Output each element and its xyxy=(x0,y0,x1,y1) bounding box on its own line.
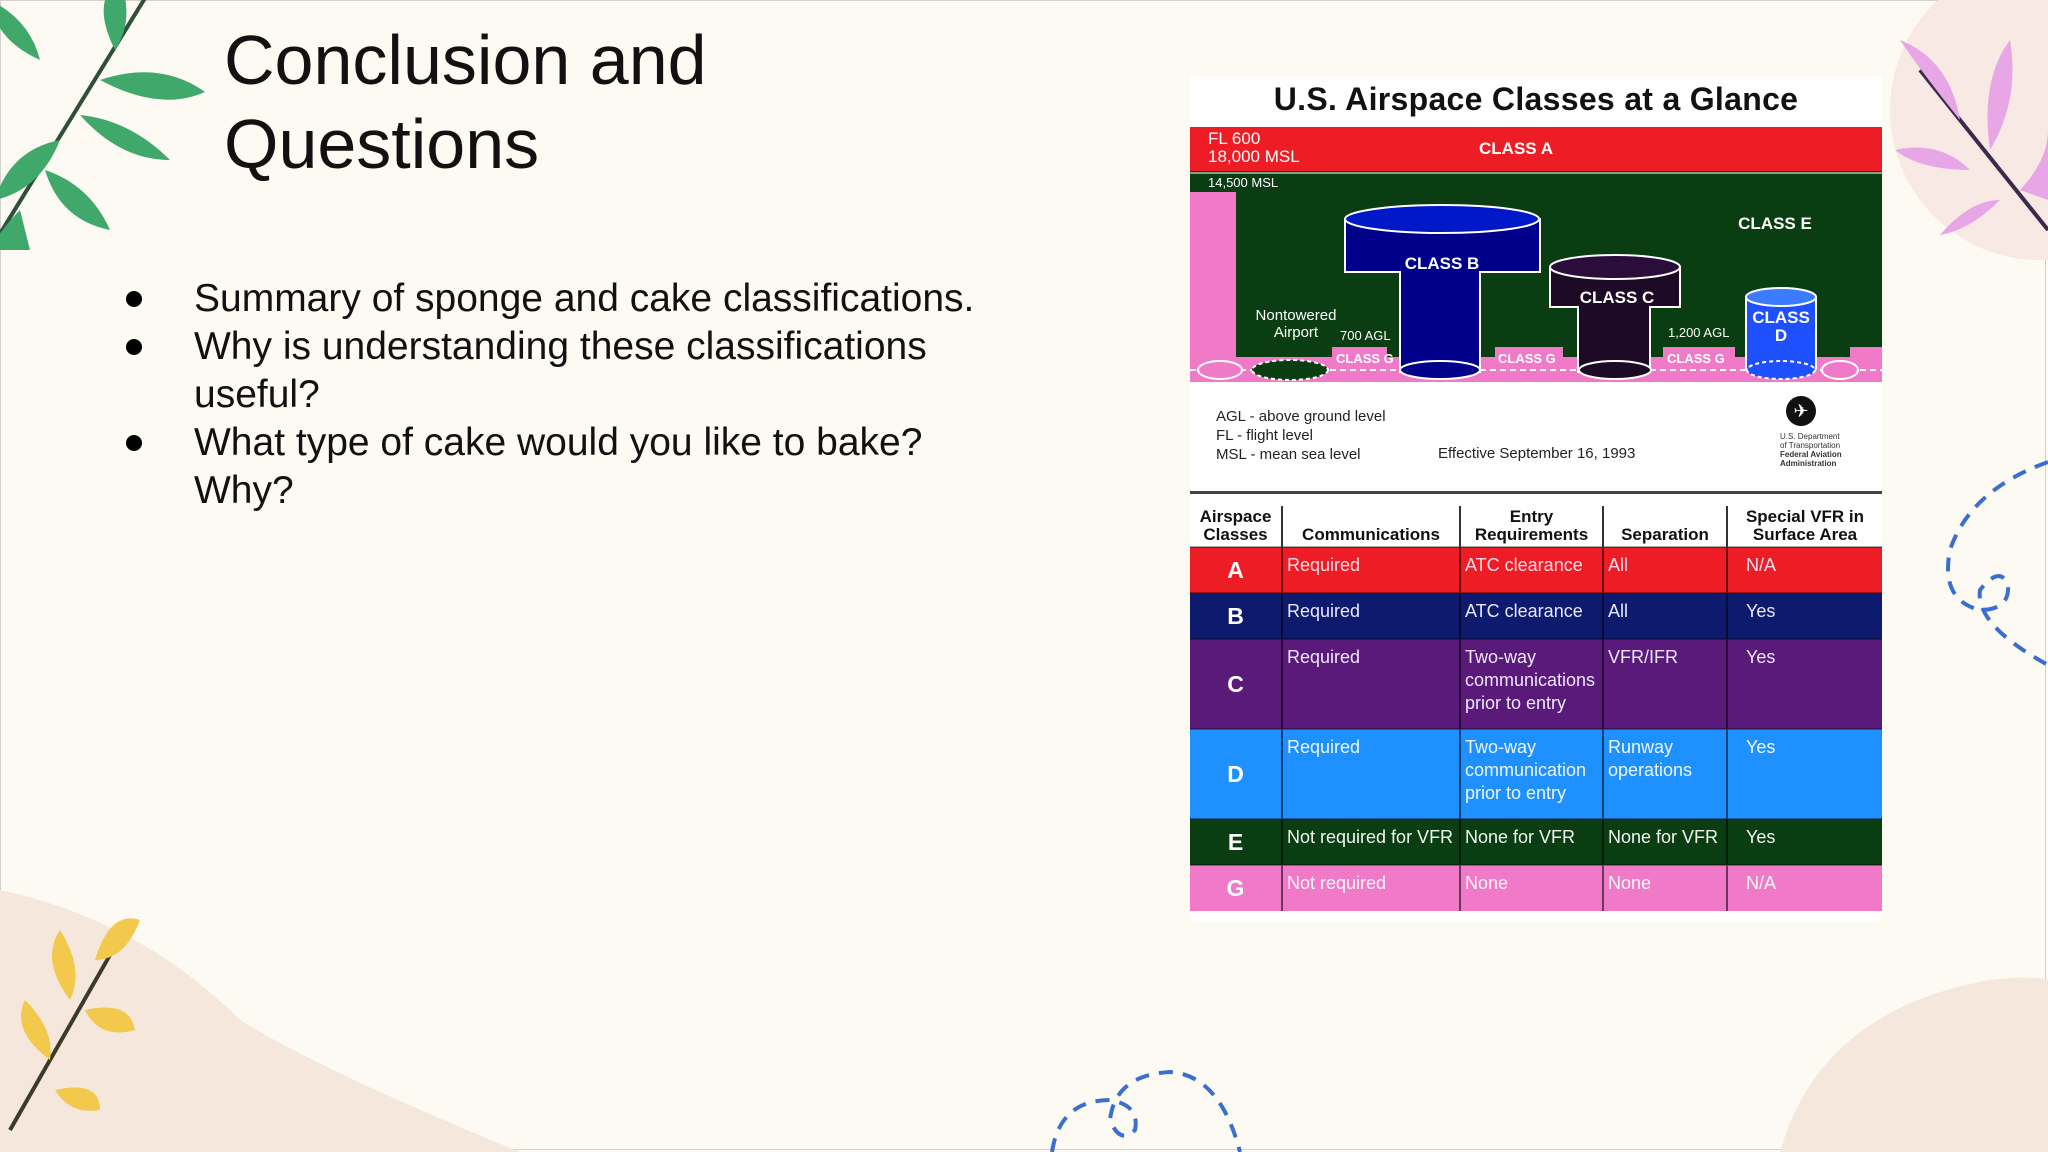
bullet-item: What type of cake would you like to bake… xyxy=(120,419,1000,515)
class-cell: D xyxy=(1190,728,1282,819)
table-row: B Required ATC clearance All Yes xyxy=(1190,592,1882,639)
class-a-label: CLASS A xyxy=(1479,139,1553,158)
effective-date: Effective September 16, 1993 xyxy=(1438,445,1636,462)
table-row: G Not required None None N/A xyxy=(1190,864,1882,911)
table-cell: Yes xyxy=(1726,592,1882,639)
table-cell: Required xyxy=(1281,592,1460,639)
dashed-swirl-bottom-decoration xyxy=(1050,1069,1242,1152)
divider xyxy=(1190,491,1882,494)
class-g-label-3: CLASS G xyxy=(1667,351,1725,366)
bottom-right-blob-decoration xyxy=(1780,977,2048,1152)
class-c-label: CLASS C xyxy=(1580,288,1655,307)
bullet-text: Summary of sponge and cake classificatio… xyxy=(194,277,975,320)
legend-item: FL - flight level xyxy=(1216,427,1313,444)
table-cell: All xyxy=(1602,592,1727,639)
table-cell: None xyxy=(1602,864,1727,911)
class-d-shape xyxy=(1745,296,1817,370)
faa-text: Administration xyxy=(1780,459,1837,468)
bullet-dot-icon xyxy=(126,435,142,451)
table-row: E Not required for VFR None for VFR None… xyxy=(1190,818,1882,865)
bullet-dot-icon xyxy=(126,291,142,307)
column-header: Entry Requirements xyxy=(1459,506,1603,547)
msl18000-label: 18,000 MSL xyxy=(1208,147,1300,166)
green-leaves-decoration xyxy=(0,0,205,250)
table-cell: Yes xyxy=(1726,728,1882,819)
fl600-label: FL 600 xyxy=(1208,129,1260,148)
airspace-diagram: FL 600 18,000 MSL CLASS A 14,500 MSL CLA… xyxy=(1190,127,1882,382)
faa-text: U.S. Department xyxy=(1780,432,1840,441)
table-cell: None for VFR xyxy=(1602,818,1727,865)
airspace-table: Airspace Classes Communications Entry Re… xyxy=(1190,506,1882,911)
table-cell: Two-way communication prior to entry xyxy=(1459,728,1603,819)
bullet-dot-icon xyxy=(126,339,142,355)
table-cell: None xyxy=(1459,864,1603,911)
table-cell: Yes xyxy=(1726,818,1882,865)
table-cell: ATC clearance xyxy=(1459,546,1603,593)
slide-title: Conclusion and Questions xyxy=(224,21,707,183)
table-cell: ATC clearance xyxy=(1459,592,1603,639)
class-g-label-1: CLASS G xyxy=(1336,351,1394,366)
table-header-row: Airspace Classes Communications Entry Re… xyxy=(1190,506,1882,547)
class-cell: A xyxy=(1190,546,1282,593)
table-row: D Required Two-way communication prior t… xyxy=(1190,728,1882,819)
class-g-tall-left xyxy=(1190,192,1236,367)
column-header: Separation xyxy=(1602,506,1727,547)
table-cell: Not required xyxy=(1281,864,1460,911)
table-row: A Required ATC clearance All N/A xyxy=(1190,546,1882,593)
table-cell: N/A xyxy=(1726,546,1882,593)
class-e-label: CLASS E xyxy=(1738,214,1812,233)
table-cell: Yes xyxy=(1726,638,1882,729)
nontowered-label-line1: Nontowered xyxy=(1256,307,1337,324)
airspace-infographic: U.S. Airspace Classes at a Glance FL xyxy=(1190,76,1882,922)
agl1200-label: 1,200 AGL xyxy=(1668,325,1729,340)
bullet-text: Why is understanding these classificatio… xyxy=(194,325,927,416)
class-d-label-line2: D xyxy=(1775,326,1787,345)
table-cell: VFR/IFR xyxy=(1602,638,1727,729)
column-header: Communications xyxy=(1281,506,1460,547)
bullet-item: Why is understanding these classificatio… xyxy=(120,323,1000,419)
bullet-item: Summary of sponge and cake classificatio… xyxy=(120,275,1000,323)
class-d-label-line1: CLASS xyxy=(1752,308,1810,327)
class-cell: C xyxy=(1190,638,1282,729)
infographic-title: U.S. Airspace Classes at a Glance xyxy=(1273,81,1799,117)
table-cell: Runway operations xyxy=(1602,728,1727,819)
msl14500-label: 14,500 MSL xyxy=(1208,175,1278,190)
table-cell: Required xyxy=(1281,728,1460,819)
class-b-label: CLASS B xyxy=(1405,254,1480,273)
bullet-list: Summary of sponge and cake classificatio… xyxy=(120,275,1000,515)
table-cell: Required xyxy=(1281,546,1460,593)
table-cell: Required xyxy=(1281,638,1460,729)
legend-item: AGL - above ground level xyxy=(1216,408,1386,425)
pink-leaves-decoration xyxy=(1890,0,2048,260)
bullet-text: What type of cake would you like to bake… xyxy=(194,421,923,512)
faa-text: of Transportation xyxy=(1780,441,1841,450)
table-cell: Not required for VFR xyxy=(1281,818,1460,865)
class-a-band xyxy=(1190,127,1882,171)
faa-text: Federal Aviation xyxy=(1780,450,1842,459)
class-cell: G xyxy=(1190,864,1282,911)
table-cell: None for VFR xyxy=(1459,818,1603,865)
column-header: Special VFR in Surface Area xyxy=(1726,506,1882,547)
column-header: Airspace Classes xyxy=(1190,506,1282,547)
abbreviation-legend: AGL - above ground level FL - flight lev… xyxy=(1216,407,1386,464)
yellow-leaves-decoration xyxy=(0,890,520,1152)
class-cell: E xyxy=(1190,818,1282,865)
faa-emblem-icon: ✈ xyxy=(1786,396,1816,426)
faa-logo-block: ✈ U.S. Department of Transportation Fede… xyxy=(1780,396,1870,468)
table-cell: Two-way communications prior to entry xyxy=(1459,638,1603,729)
class-cell: B xyxy=(1190,592,1282,639)
legend-item: MSL - mean sea level xyxy=(1216,446,1361,463)
table-cell: All xyxy=(1602,546,1727,593)
table-row: C Required Two-way communications prior … xyxy=(1190,638,1882,729)
nontowered-label-line2: Airport xyxy=(1274,324,1319,341)
dashed-swirl-right-decoration xyxy=(1946,460,2048,667)
agl700-label: 700 AGL xyxy=(1340,328,1391,343)
class-g-label-2: CLASS G xyxy=(1498,351,1556,366)
table-cell: N/A xyxy=(1726,864,1882,911)
